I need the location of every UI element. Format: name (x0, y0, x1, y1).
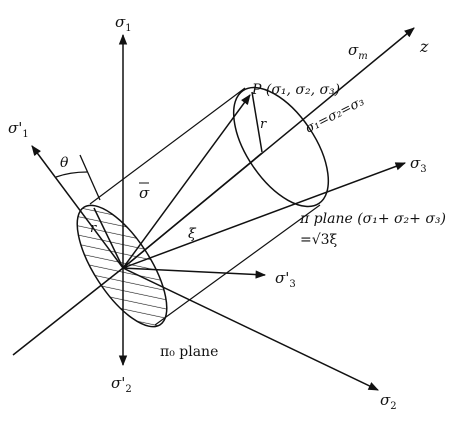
r-label-top: r (260, 117, 267, 132)
r-label-bottom: r (90, 221, 97, 236)
pi0-plane-label: π₀ plane (160, 344, 218, 360)
sigma2-prime-label: σ'2 (111, 374, 132, 395)
sigma-bar-vector (122, 94, 251, 269)
theta-label: θ (60, 155, 69, 171)
sigma1-prime-label: σ'1 (8, 119, 29, 140)
sigma2-label: σ2 (380, 391, 397, 412)
sigma1-label: σ1 (115, 13, 132, 34)
pi-plane-label-line2: =√3ξ (300, 232, 338, 248)
sigma2-axis (122, 267, 379, 391)
theta-reference-line (79, 154, 101, 201)
radius-line-top (251, 91, 263, 153)
point-p-label: P (σ₁, σ₂, σ₃) (251, 82, 340, 98)
radius-line-bottom (93, 207, 124, 269)
sigma3-prime-label: σ'3 (275, 269, 296, 290)
xi-label: ξ (188, 226, 197, 242)
pi-plane-ellipse (232, 86, 330, 208)
sigma-bar-label: σ (139, 184, 150, 202)
pi-plane-label-line1: π plane (σ₁+ σ₂+ σ₃) (299, 211, 446, 227)
theta-arc (55, 171, 88, 178)
hydrostatic-label: σ₁=σ₂=σ₃ (303, 94, 367, 136)
sigma-m-label: σm (348, 41, 368, 62)
sigma3-label: σ3 (410, 154, 427, 175)
z-axis-label: z (419, 37, 429, 56)
xi-vector (122, 152, 263, 269)
cone-line-bottom (154, 204, 321, 326)
sigma3-axis (122, 162, 406, 269)
cone-line-top (89, 87, 246, 205)
